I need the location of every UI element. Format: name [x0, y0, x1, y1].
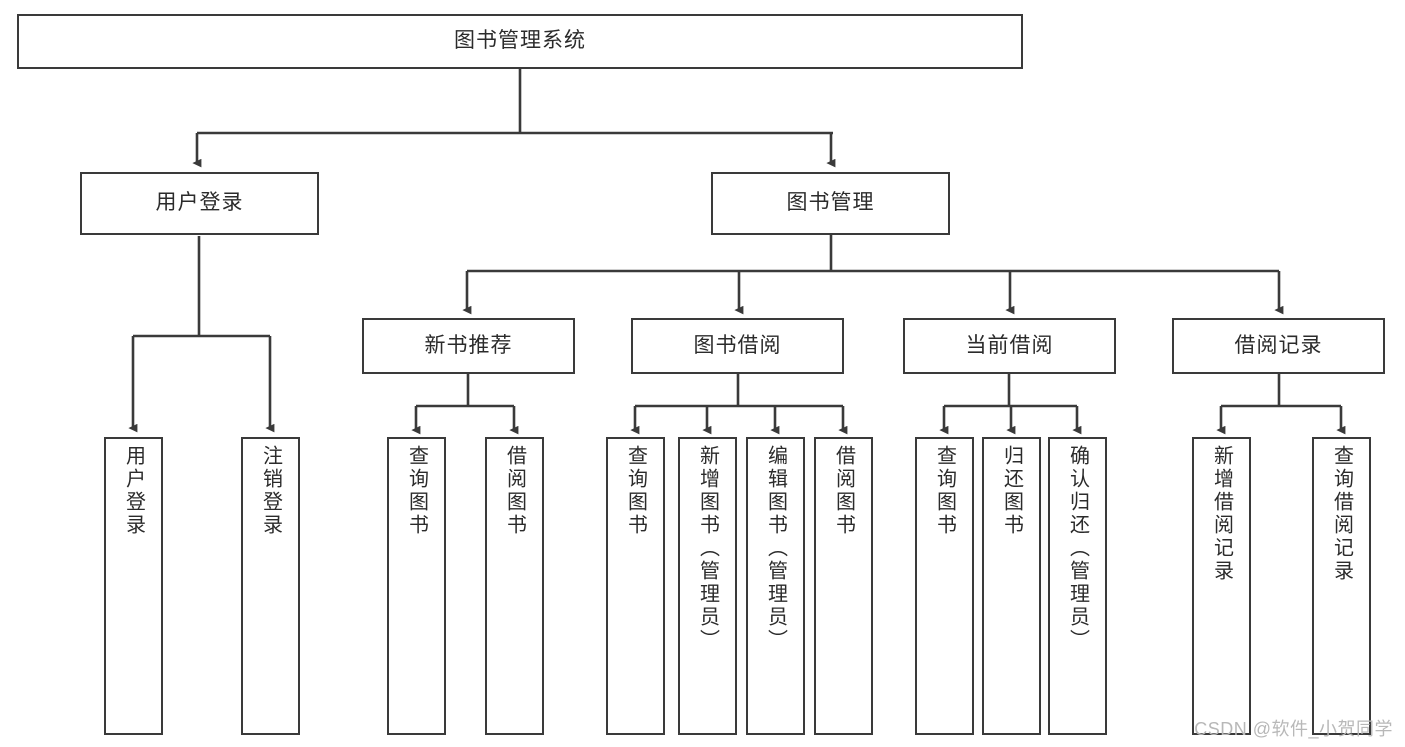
node-book-borrow[interactable]: 图书借阅 [631, 318, 844, 374]
node-label: 新增借阅记录 [1210, 445, 1233, 583]
node-label: 确认归还（管理员） [1066, 445, 1089, 652]
leaf-new-book-borrow[interactable]: 借阅图书 [485, 437, 544, 735]
node-label: 借阅记录 [1234, 333, 1323, 357]
node-label: 借阅图书 [503, 445, 526, 537]
node-new-book-recommend[interactable]: 新书推荐 [362, 318, 575, 374]
watermark-text: CSDN @软件_小贺同学 [1194, 719, 1393, 739]
leaf-borrow-record-add[interactable]: 新增借阅记录 [1192, 437, 1251, 735]
node-label: 查询图书 [624, 445, 647, 537]
leaf-book-borrow-edit[interactable]: 编辑图书（管理员） [746, 437, 805, 735]
node-label: 借阅图书 [832, 445, 855, 537]
node-current-borrow[interactable]: 当前借阅 [903, 318, 1116, 374]
node-label: 注销登录 [259, 445, 282, 537]
node-label: 新增图书（管理员） [696, 445, 719, 652]
node-label: 图书管理系统 [454, 29, 586, 53]
leaf-current-borrow-confirm-return[interactable]: 确认归还（管理员） [1048, 437, 1107, 735]
leaf-borrow-record-query[interactable]: 查询借阅记录 [1312, 437, 1371, 735]
node-label: 归还图书 [1000, 445, 1023, 537]
node-user-login[interactable]: 用户登录 [80, 172, 319, 235]
leaf-user-login-logout[interactable]: 注销登录 [241, 437, 300, 735]
leaf-current-borrow-query[interactable]: 查询图书 [915, 437, 974, 735]
node-borrow-record[interactable]: 借阅记录 [1172, 318, 1385, 374]
leaf-user-login-login[interactable]: 用户登录 [104, 437, 163, 735]
node-label: 用户登录 [155, 191, 244, 215]
node-label: 编辑图书（管理员） [764, 445, 787, 652]
leaf-book-borrow-query[interactable]: 查询图书 [606, 437, 665, 735]
node-label: 查询借阅记录 [1330, 445, 1353, 583]
node-book-management[interactable]: 图书管理 [711, 172, 950, 235]
node-label: 用户登录 [122, 445, 145, 537]
node-root-system[interactable]: 图书管理系统 [17, 14, 1023, 69]
leaf-book-borrow-borrow[interactable]: 借阅图书 [814, 437, 873, 735]
node-label: 当前借阅 [965, 333, 1054, 357]
node-label: 新书推荐 [424, 333, 513, 357]
node-label: 图书借阅 [693, 333, 782, 357]
node-label: 查询图书 [933, 445, 956, 537]
node-label: 图书管理 [786, 191, 875, 215]
node-label: 查询图书 [405, 445, 428, 537]
leaf-book-borrow-add[interactable]: 新增图书（管理员） [678, 437, 737, 735]
leaf-current-borrow-return[interactable]: 归还图书 [982, 437, 1041, 735]
leaf-new-book-query[interactable]: 查询图书 [387, 437, 446, 735]
